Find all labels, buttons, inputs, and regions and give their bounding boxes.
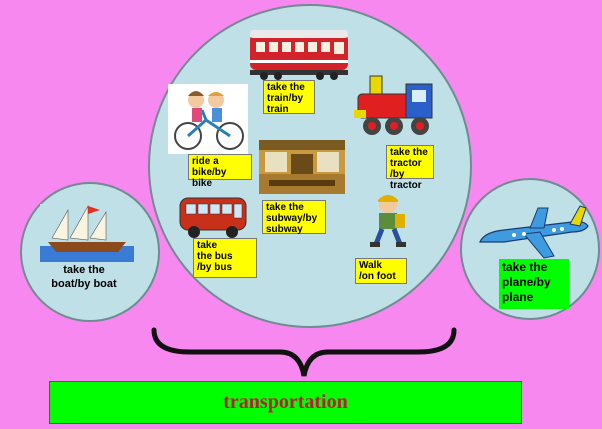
grouping-brace [150,326,460,382]
title-bar: transportation [49,381,522,424]
label-bike: ride a bike/by bike [188,154,252,189]
sailboat-icon [40,204,134,262]
steam-train-icon [350,72,438,142]
airplane-icon [474,202,592,262]
label-boat: take the boat/by boat [51,264,117,290]
subway-icon [259,140,345,194]
label-subway: take the subway/by subway [262,200,326,235]
air-transport-circle [460,178,600,320]
bus-icon [176,192,250,240]
label-tractor: take the tractor /by tractor [386,145,434,191]
label-walk: Walk /on foot [355,258,407,284]
label-train: take the train/by train [263,80,315,115]
walking-child-icon [364,192,414,250]
label-plane: take the plane/by plane [499,259,569,309]
bike-icon [168,84,248,154]
diagram-title: transportation [223,391,348,413]
train-icon [248,24,352,82]
label-bus: take the bus /by bus [193,238,257,278]
